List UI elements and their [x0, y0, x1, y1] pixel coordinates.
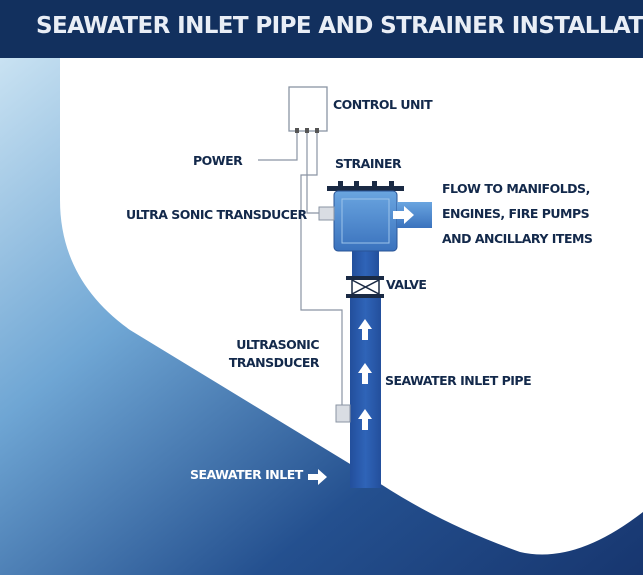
top-transducer [318, 206, 335, 221]
bottom-transducer [335, 404, 351, 423]
valve-flange [346, 276, 384, 280]
flow-label-line-3: AND ANCILLARY ITEMS [442, 231, 593, 246]
flow-label-line-1: FLOW TO MANIFOLDS, [442, 181, 590, 196]
control-unit-port [305, 128, 309, 133]
ultrasonic-transducer-top-label: ULTRA SONIC TRANSDUCER [126, 207, 307, 222]
valve-flange [346, 294, 384, 298]
seawater-inlet-pipe-label: SEAWATER INLET PIPE [385, 373, 532, 388]
seawater-inlet-label: SEAWATER INLET [190, 467, 303, 482]
control-unit-label: CONTROL UNIT [333, 97, 433, 112]
control-unit-port [295, 128, 299, 133]
arrow-right-icon [393, 206, 414, 224]
ultrasonic-transducer-label-line-2: TRANSDUCER [228, 355, 320, 370]
control-unit-box [288, 86, 328, 132]
arrow-right-icon [308, 469, 327, 485]
arrow-up-icon [358, 363, 372, 384]
strainer-bolt [389, 181, 394, 187]
page-title: SEAWATER INLET PIPE AND STRAINER INSTALL… [36, 13, 643, 39]
ultrasonic-transducer-label-line-1: ULTRASONIC [236, 337, 319, 352]
bottom-transducer-cable [300, 133, 343, 408]
top-transducer-cable [306, 133, 320, 214]
valve-label: VALVE [386, 277, 427, 292]
title-bar: SEAWATER INLET PIPE AND STRAINER INSTALL… [0, 0, 643, 58]
strainer-lid [327, 186, 404, 191]
arrow-up-icon [358, 409, 372, 430]
strainer-bolt [354, 181, 359, 187]
power-cable [258, 133, 298, 161]
pipe-neck [352, 250, 379, 280]
control-unit-port [315, 128, 319, 133]
strainer-label: STRAINER [335, 156, 402, 171]
strainer-bolt [338, 181, 343, 187]
valve-bowtie-icon [351, 278, 380, 296]
flow-label-line-2: ENGINES, FIRE PUMPS [442, 206, 590, 221]
power-label: POWER [193, 153, 243, 168]
arrow-up-icon [358, 319, 372, 340]
strainer-bolt [372, 181, 377, 187]
strainer-basket [341, 198, 390, 244]
strainer-body [333, 190, 398, 252]
